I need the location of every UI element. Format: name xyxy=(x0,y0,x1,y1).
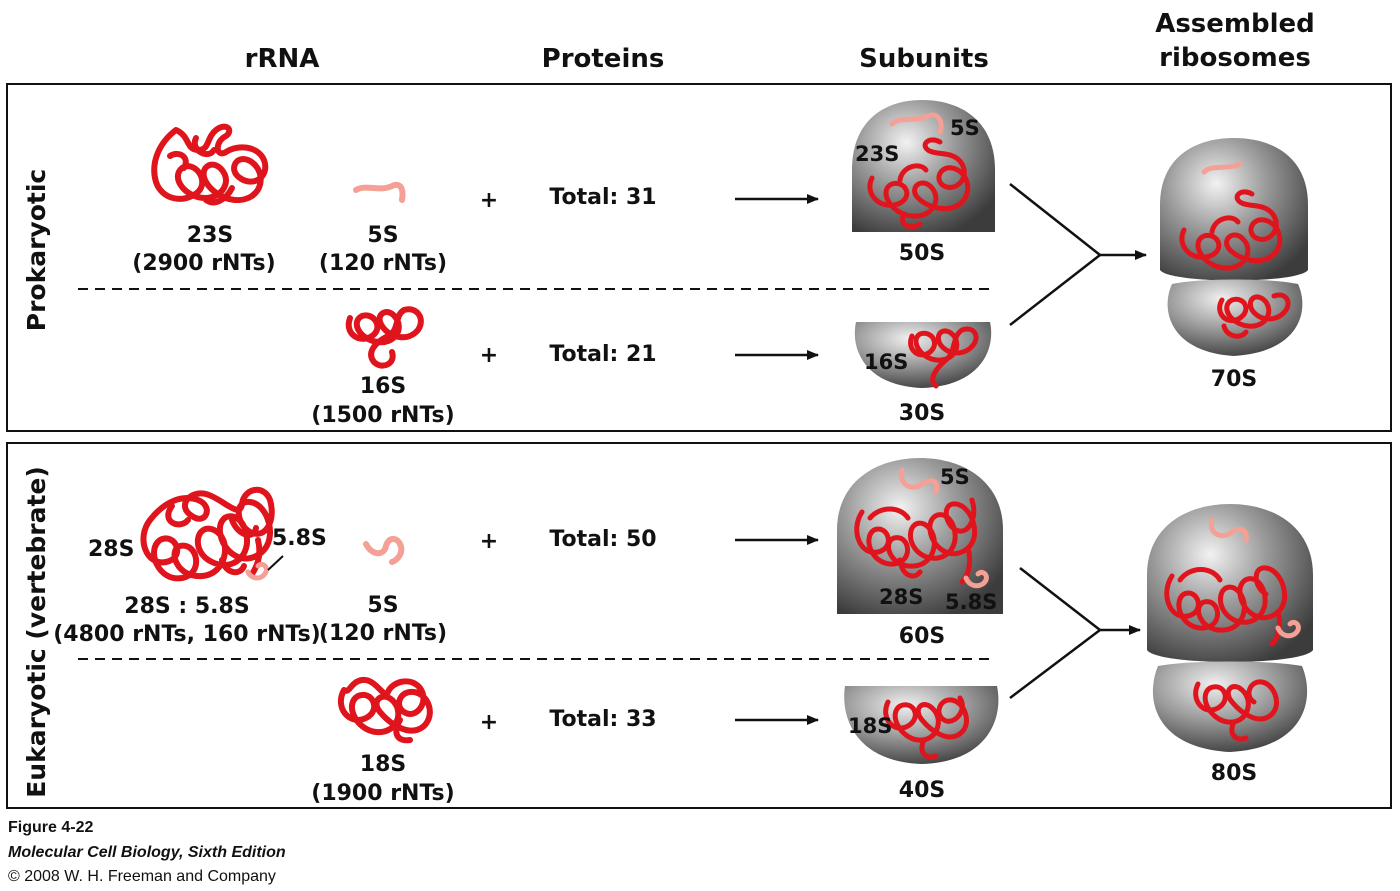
column-header-subunits: Subunits xyxy=(859,44,989,74)
euk-proteins-total-small: Total: 33 xyxy=(549,707,656,732)
subunit-60s-tag-58s: 5.8S xyxy=(945,590,997,614)
rrna-16s-name: 16S xyxy=(360,374,406,399)
ribosome-70s-label: 70S xyxy=(1211,367,1257,392)
subunit-30s-16s-rrna xyxy=(908,326,979,389)
ribosome-70s-23s-rrna xyxy=(1179,189,1283,271)
rrna-23s-length: (2900 rNTs) xyxy=(132,251,275,276)
rrna-28s-58s-length: (4800 rNTs, 160 rNTs) xyxy=(53,622,320,647)
ribosome-80s-large xyxy=(1147,504,1313,662)
rrna-18s-length: (1900 rNTs) xyxy=(311,781,454,806)
subunit-50s-label: 50S xyxy=(899,241,945,266)
ribosome-70s-5s-rrna xyxy=(1201,161,1243,175)
assembly-line-lower xyxy=(1009,254,1101,326)
subunit-60s-28s-rrna xyxy=(854,497,978,585)
proteins-total-small: Total: 21 xyxy=(549,342,656,367)
rrna-28s-coil-detail xyxy=(165,503,263,577)
rrna-euk-5s-coil xyxy=(363,536,405,565)
rrna-5s-length: (120 rNTs) xyxy=(319,251,447,276)
ribosome-70s-16s-rrna xyxy=(1217,292,1291,339)
subunit-60s-body xyxy=(837,458,1003,614)
subunit-60s-58s-rrna xyxy=(963,569,989,589)
rrna-28s-tag: 28S xyxy=(88,537,134,562)
subunit-50s-23s-rrna xyxy=(867,137,971,230)
euk-plus-sign-small: + xyxy=(480,710,498,735)
subunit-60s-label: 60S xyxy=(899,624,945,649)
rrna-16s-length: (1500 rNTs) xyxy=(311,403,454,428)
copyright-line: © 2008 W. H. Freeman and Company xyxy=(8,868,276,885)
ribosome-80s-small xyxy=(1152,661,1308,752)
rrna-18s-name: 18S xyxy=(360,752,406,777)
subunit-60s-5s-rrna xyxy=(898,467,940,495)
rrna-28s-58s-name: 28S : 5.8S xyxy=(124,594,249,619)
ribosome-80s-18s-rrna xyxy=(1193,679,1279,742)
euk-assembly-line-upper xyxy=(1019,567,1101,631)
prokaryotic-side-label: Prokaryotic xyxy=(22,169,51,331)
rrna-23s-coil xyxy=(151,123,269,203)
book-title: Molecular Cell Biology, Sixth Edition xyxy=(8,844,286,861)
column-header-assembled: Assembled xyxy=(1155,9,1315,39)
euk-assembly-line-lower xyxy=(1009,629,1101,699)
rrna-euk-5s-name: 5S xyxy=(367,593,398,618)
rrna-18s-coil xyxy=(337,676,433,744)
figure-number: Figure 4-22 xyxy=(8,819,94,836)
eukaryotic-side-label: Eukaryotic (vertebrate) xyxy=(22,466,51,798)
assembly-line-upper xyxy=(1009,183,1101,256)
column-header-rrna: rRNA xyxy=(245,44,320,74)
subunit-60s-tag-5s: 5S xyxy=(940,465,970,489)
subunit-50s-tag-23s: 23S xyxy=(855,142,899,166)
subunit-40s-label: 40S xyxy=(899,778,945,803)
subunit-50s-tag-5s: 5S xyxy=(950,116,980,140)
ribosome-70s-large xyxy=(1160,138,1308,281)
rrna-23s-coil-detail xyxy=(167,135,235,206)
rrna-5s-name: 5S xyxy=(367,223,398,248)
column-header-ribosomes: ribosomes xyxy=(1159,43,1311,73)
subunit-50s-5s-rrna xyxy=(889,112,944,135)
euk-proteins-total-large: Total: 50 xyxy=(549,527,656,552)
rrna-28s-coil xyxy=(140,487,275,582)
proteins-total-large: Total: 31 xyxy=(549,185,656,210)
ribosome-80s-58s-rrna xyxy=(1275,619,1301,639)
rrna-58s-tag: 5.8S xyxy=(272,526,327,551)
subunit-60s-tag-28s: 28S xyxy=(879,585,923,609)
prokaryotic-panel xyxy=(6,83,1392,432)
subunit-30s-tag-16s: 16S xyxy=(864,350,908,374)
plus-sign-large: + xyxy=(480,188,498,213)
subunit-40s-18s-rrna xyxy=(883,695,969,760)
column-header-proteins: Proteins xyxy=(542,44,665,74)
rrna-23s-name: 23S xyxy=(187,223,233,248)
rrna-5s-coil xyxy=(353,181,406,203)
rrna-euk-5s-length: (120 rNTs) xyxy=(319,621,447,646)
rrna-16s-coil xyxy=(345,306,424,369)
ribosome-80s-5s-rrna xyxy=(1208,517,1249,543)
rrna-58s-coil xyxy=(245,561,269,581)
euk-plus-sign-large: + xyxy=(480,529,498,554)
ribosome-80s-label: 80S xyxy=(1211,761,1257,786)
subunit-40s-tag-18s: 18S xyxy=(848,714,892,738)
eukaryotic-panel xyxy=(6,442,1392,809)
rrna-58s-pointer xyxy=(267,555,284,571)
plus-sign-small: + xyxy=(480,343,498,368)
subunit-30s-label: 30S xyxy=(899,401,945,426)
